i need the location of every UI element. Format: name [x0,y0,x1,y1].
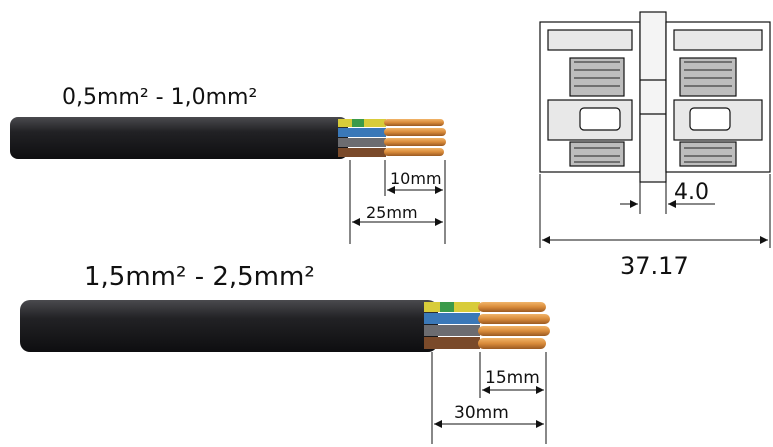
strip-length-long-large: 30mm [454,403,509,423]
cable-large: 1,5mm² - 2,5mm² 15mm 30mm [20,262,550,444]
cable-large-jacket [20,300,438,352]
blue-wire-insulation [338,128,386,137]
cable-small-jacket [10,117,348,159]
right-spring-contacts [684,61,732,163]
copper-strands-small [384,119,446,156]
strip-length-long-small: 25mm [366,203,418,222]
cable-small: 0,5mm² - 1,0mm² 10mm 25mm [10,85,446,244]
cable-small-label: 0,5mm² - 1,0mm² [62,85,257,110]
connector-dimensions: 37.17 4.0 [539,174,771,280]
connector-gap-dimension: 4.0 [674,180,709,205]
brown-wire-insulation [424,337,480,349]
left-spring-contacts [574,61,620,163]
strip-length-short-large: 15mm [485,368,540,388]
copper-strands-large [478,302,550,349]
connector-center-flange [639,11,667,183]
strip-length-short-small: 10mm [390,169,442,188]
brown-wire-insulation [338,148,386,157]
connector-drawing [539,11,771,183]
cable-large-label: 1,5mm² - 2,5mm² [84,262,315,292]
blue-wire-insulation [424,313,480,324]
connector-total-length: 37.17 [620,252,689,280]
